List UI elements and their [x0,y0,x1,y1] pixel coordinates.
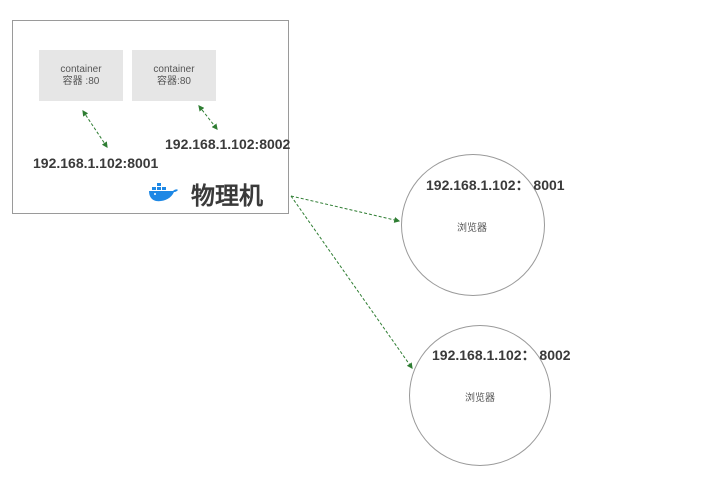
container-box-1: container 容器 :80 [39,50,123,101]
port-mapping-arrow-2 [198,105,218,130]
mapped-ip-8002: 192.168.1.102:8002 [165,136,291,152]
browser-address-2: 192.168.1.102： 8002 [432,347,571,363]
browser-circle-2 [409,325,551,466]
container-name: container [153,64,195,75]
host-label: 物理机 [191,182,263,210]
container-name: container [60,64,102,75]
port-mapping-arrow-1 [82,110,108,148]
container-port: 容器:80 [157,76,191,87]
browser-address-1: 192.168.1.102： 8001 [426,177,565,193]
browser-label-2: 浏览器 [465,393,495,404]
docker-whale-icon [149,183,178,202]
mapped-ip-8001: 192.168.1.102:8001 [33,155,159,171]
host-to-browser-arrow-1 [290,195,401,223]
host-to-browser-arrow-2 [290,195,413,369]
browser-circle-1 [401,154,545,296]
container-port: 容器 :80 [62,76,100,87]
container-box-2: container 容器:80 [132,50,216,101]
browser-label-1: 浏览器 [457,223,487,234]
